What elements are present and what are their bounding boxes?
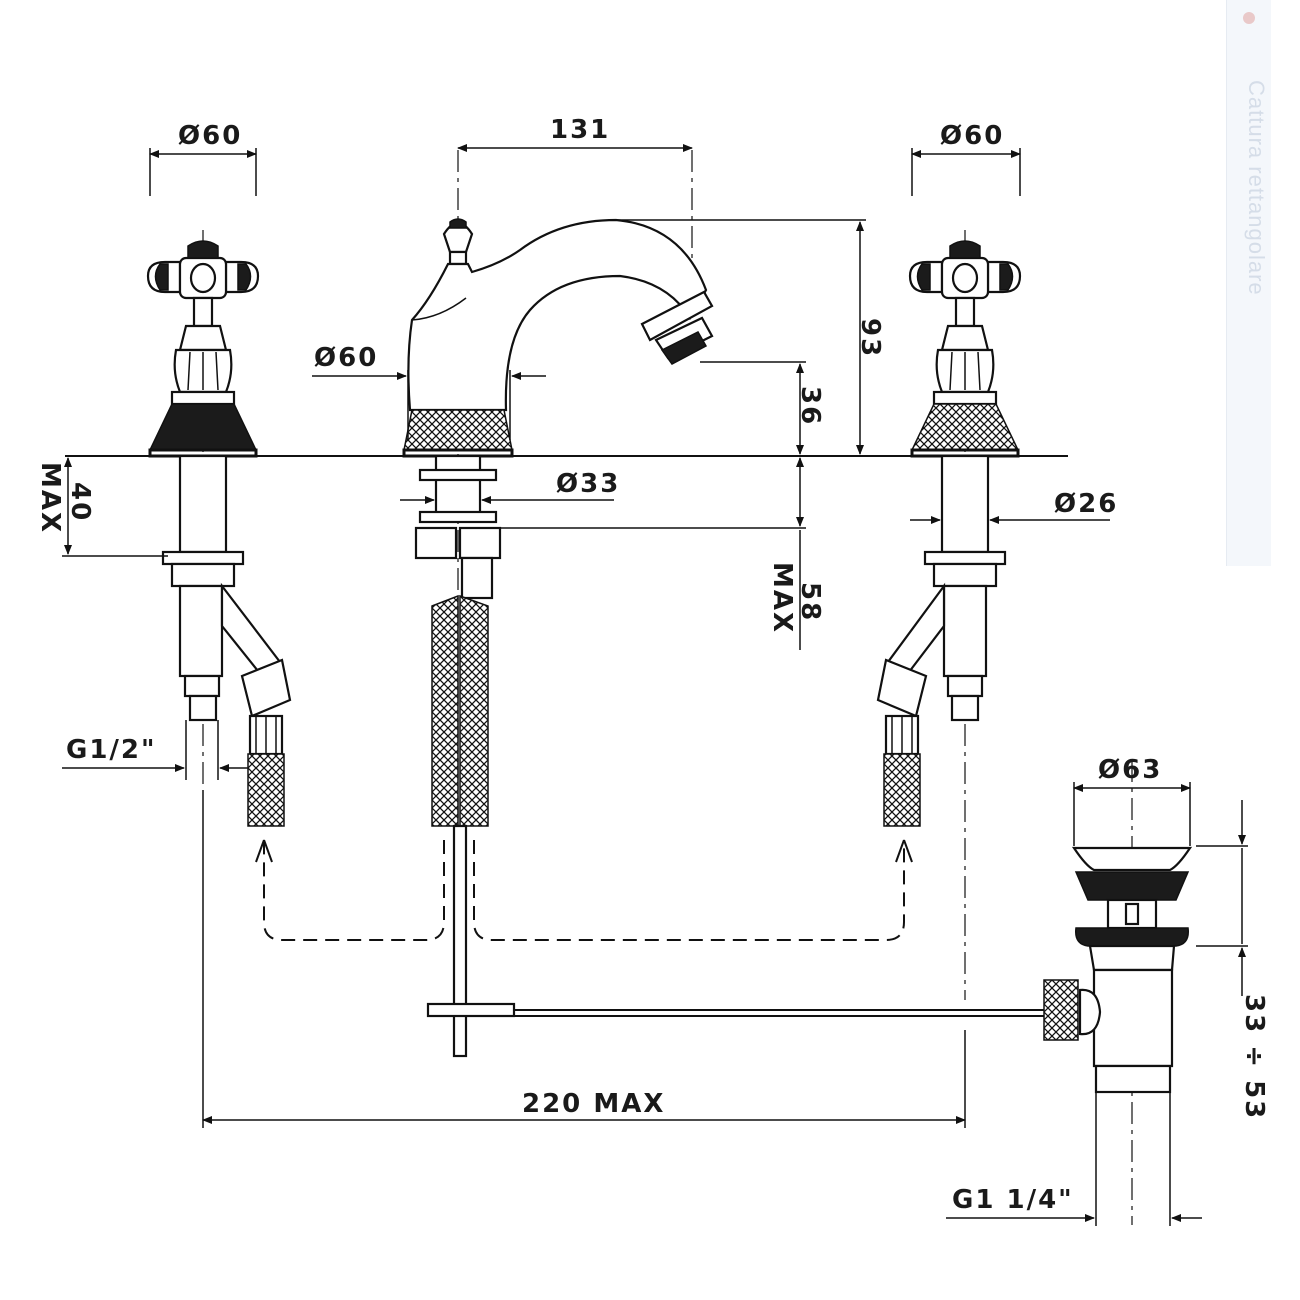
dim-spout-body: Ø60 [312, 343, 546, 440]
dim-left-deck: 40 MAX [35, 457, 168, 557]
left-handle-valve [146, 230, 292, 827]
dim-left-handle: Ø60 [149, 121, 257, 196]
inlet-thread: G1/2" [66, 735, 157, 765]
right-deck-thickness: 58 [795, 582, 825, 622]
dim-waste-dia: Ø63 [1073, 755, 1191, 846]
right-deck-max: MAX [767, 562, 797, 634]
dim-spout-reach: 131 [457, 115, 693, 152]
outlet-height: 36 [795, 386, 825, 426]
dim-inlet: G1/2" [62, 720, 248, 780]
popup-rod [426, 1002, 1044, 1018]
supply-path-left [263, 840, 445, 941]
dim-right-deck: 58 MAX [767, 457, 825, 650]
dim-right-handle: Ø60 [911, 121, 1021, 196]
dim-centers: 220 MAX [202, 790, 966, 1128]
centers: 220 MAX [522, 1089, 665, 1119]
left-deck-max: MAX [35, 462, 65, 534]
waste-thread: G1 1/4" [952, 1185, 1074, 1215]
spout-body-dia: Ø60 [314, 343, 378, 373]
spout [402, 150, 714, 1060]
waste-dia: Ø63 [1098, 755, 1162, 785]
stem-dia: Ø26 [1054, 489, 1118, 519]
left-deck-thickness: 40 [65, 482, 95, 522]
dim-waste-thread: G1 1/4" [946, 1092, 1202, 1226]
shank-dia: Ø33 [556, 469, 620, 499]
right-handle-valve [876, 230, 1022, 1000]
dim-spout-height: 93 [612, 219, 885, 455]
left-handle-dia: Ø60 [178, 121, 242, 151]
spout-height: 93 [855, 318, 885, 358]
dim-stem: Ø26 [910, 489, 1118, 524]
dim-shank: Ø33 [400, 469, 620, 504]
capture-side-panel[interactable]: Cattura rettangolare [1226, 0, 1271, 566]
waste-height: 33 ÷ 53 [1239, 994, 1269, 1120]
supply-path-right [473, 840, 905, 941]
spout-reach: 131 [550, 115, 610, 145]
popup-waste [1043, 760, 1193, 1225]
dim-waste-height: 33 ÷ 53 [1196, 800, 1269, 1120]
right-handle-dia: Ø60 [940, 121, 1004, 151]
capture-label: Cattura rettangolare [1244, 80, 1269, 296]
record-dot-icon [1243, 12, 1255, 24]
dim-outlet-height: 36 [700, 361, 825, 455]
